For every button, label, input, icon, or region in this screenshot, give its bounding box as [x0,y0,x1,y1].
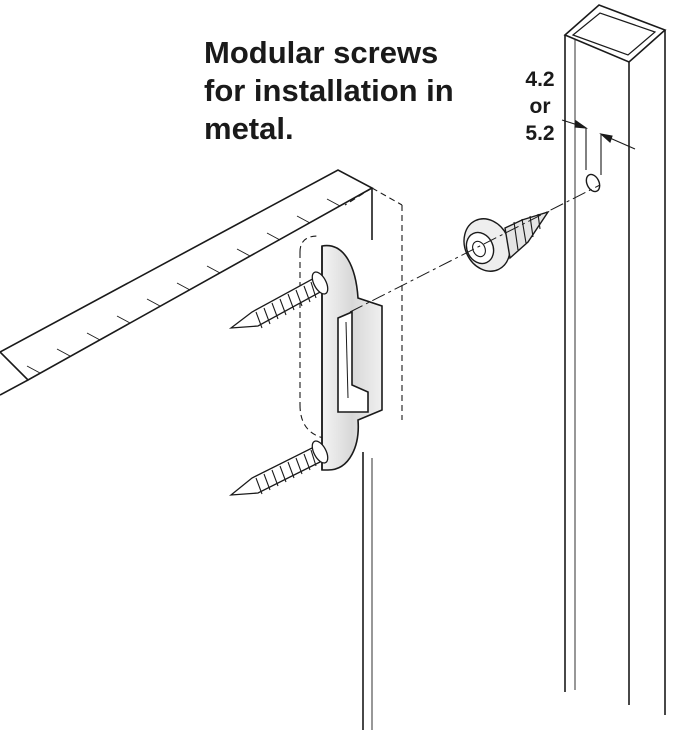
hole-diameter-dimension [561,119,636,175]
modular-screw [463,210,550,272]
hole-diameter-label: 4.2 or 5.2 [514,66,566,147]
wood-screw-lower [228,440,329,496]
dimension-line: 5.2 [525,122,555,145]
dimension-line: or [529,95,551,118]
caption-line: metal. [204,111,294,146]
diagram-caption: Modular screws for installation in metal… [204,34,504,148]
wood-screw-upper [228,271,329,329]
mounting-bracket [321,244,383,471]
assembly-axis-line [349,184,601,313]
metal-square-tube [563,4,667,715]
dimension-line: 4.2 [525,68,555,91]
panel-edge-hatching [26,198,341,374]
tube-drill-hole [585,173,601,193]
caption-line: Modular screws [204,35,439,70]
caption-line: for installation in [204,73,454,108]
